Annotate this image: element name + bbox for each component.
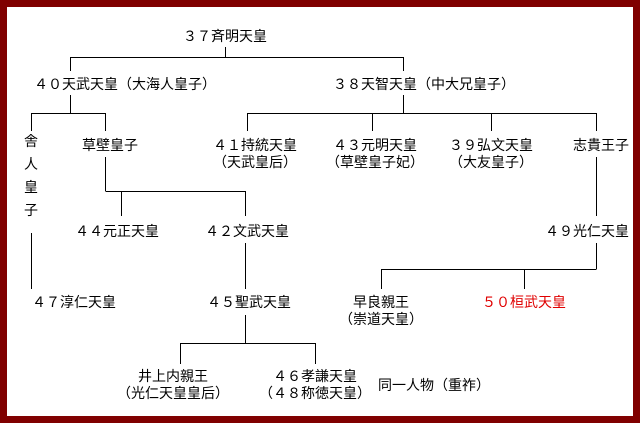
node-jito: ４１持統天皇 （天武皇后） (213, 138, 297, 172)
node-sublabel: （大友皇子） (449, 155, 533, 171)
node-sublabel: （草壁皇子妃） (326, 155, 424, 171)
node-label: 早良親王 (353, 295, 409, 311)
node-saimei: ３７斉明天皇 (183, 29, 267, 46)
node-label: ４１持統天皇 (213, 138, 297, 154)
node-sublabel: （崇道天皇） (339, 312, 423, 328)
node-label: 井上内親王 (138, 369, 208, 385)
node-shiki: 志貴王子 (573, 138, 629, 155)
connector-lines (31, 47, 597, 364)
node-junnin: ４７淳仁天皇 (32, 295, 116, 312)
node-kusakabe: 草壁皇子 (82, 138, 138, 155)
node-sublabel: （光仁天皇皇后） (117, 386, 229, 402)
node-label: ３７斉明天皇 (183, 29, 267, 45)
node-label: ４５聖武天皇 (207, 295, 291, 311)
toneri-char: 子 (24, 203, 38, 219)
toneri-char: 人 (24, 157, 38, 173)
node-monmu: ４２文武天皇 (205, 224, 289, 241)
node-label: ４２文武天皇 (205, 224, 289, 240)
node-label: ４０天武天皇（大海人皇子） (34, 77, 216, 93)
node-kanmu: ５０桓武天皇 (482, 295, 566, 312)
node-label: 志貴王子 (573, 138, 629, 154)
node-label: ３８天智天皇（中大兄皇子） (333, 77, 515, 93)
toneri-char: 舎 (24, 134, 38, 150)
node-label: ５０桓武天皇 (482, 295, 566, 311)
node-sublabel: （天武皇后） (213, 155, 297, 171)
node-konin: ４９光仁天皇 (545, 224, 629, 241)
node-shomu: ４５聖武天皇 (207, 295, 291, 312)
node-tenji: ３８天智天皇（中大兄皇子） (333, 77, 515, 94)
node-koken: ４６孝謙天皇 （４８称徳天皇） (259, 369, 371, 403)
node-label: ３９弘文天皇 (449, 138, 533, 154)
node-toneri: 舎 人 皇 子 (24, 131, 38, 223)
note-same-person: 同一人物（重祚） (378, 378, 490, 394)
node-label: 草壁皇子 (82, 138, 138, 154)
node-tenmu: ４０天武天皇（大海人皇子） (34, 77, 216, 94)
node-gensho: ４４元正天皇 (75, 224, 159, 241)
node-label: ４９光仁天皇 (545, 224, 629, 240)
node-label: ４６孝謙天皇 (273, 369, 357, 385)
node-genmei: ４３元明天皇 （草壁皇子妃） (326, 138, 424, 172)
node-inoue: 井上内親王 （光仁天皇皇后） (117, 369, 229, 403)
node-sawara: 早良親王 （崇道天皇） (339, 295, 423, 329)
node-label: ４３元明天皇 (333, 138, 417, 154)
node-kobun: ３９弘文天皇 （大友皇子） (449, 138, 533, 172)
node-label: ４４元正天皇 (75, 224, 159, 240)
node-label: ４７淳仁天皇 (32, 295, 116, 311)
node-sublabel: （４８称徳天皇） (259, 386, 371, 402)
toneri-char: 皇 (24, 180, 38, 196)
